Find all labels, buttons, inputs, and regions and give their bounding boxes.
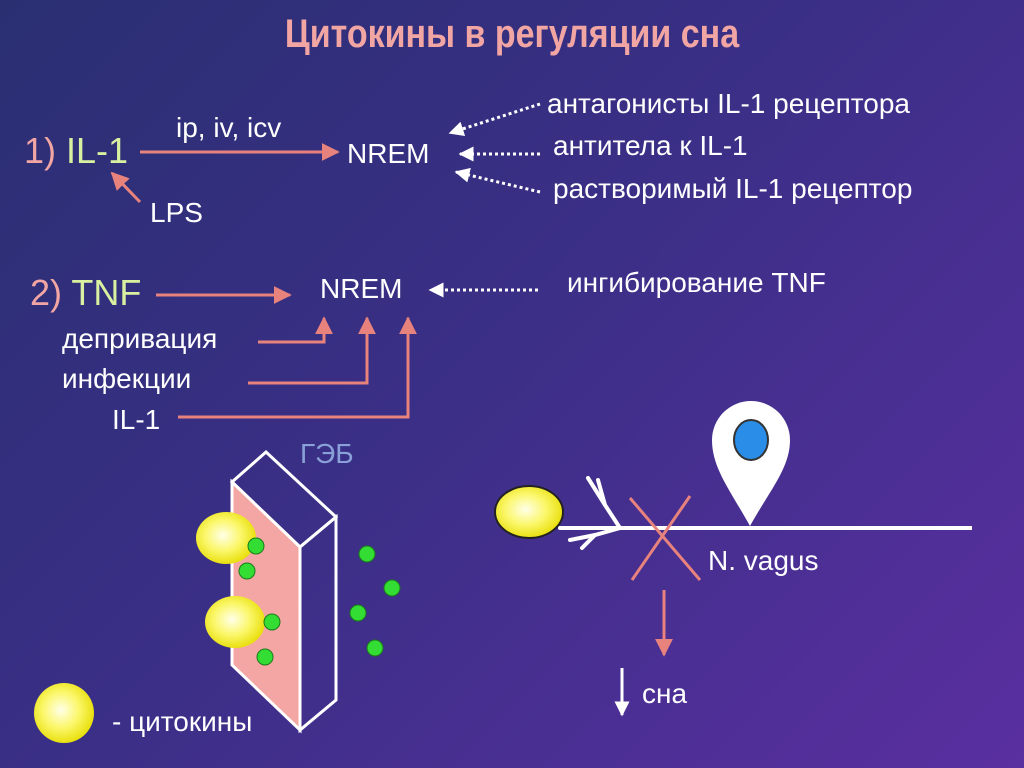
section2-cytokine: TNF: [71, 272, 142, 313]
inhibitor-antagonists: антагонисты IL-1 рецептора: [547, 88, 910, 119]
section1-line: 1) IL-1: [24, 130, 128, 172]
infections-label: инфекции: [62, 363, 192, 394]
green-dot: [358, 545, 376, 563]
green-dot: [366, 639, 384, 657]
inhibitor-antibodies: антитела к IL-1: [553, 130, 748, 161]
cytokine-ball: [196, 512, 256, 564]
route-label: ip, iv, icv: [176, 112, 282, 143]
il1-tnf-arrow: [178, 316, 417, 419]
slide-title: Цитокины в регуляции сна: [284, 12, 740, 56]
green-dot: [238, 562, 256, 580]
infection-arrow: [248, 316, 376, 385]
nrem-label-1: NREM: [347, 138, 430, 169]
tnf-inhibition-label: ингибирование TNF: [567, 267, 826, 298]
deprivation-label: депривация: [62, 323, 218, 354]
il1-inducer-label: IL-1: [112, 404, 161, 435]
inhibitor1-arrow: [448, 102, 541, 136]
inhibitor-soluble-receptor: растворимый IL-1 рецептор: [553, 173, 913, 204]
cytokine-ball: [205, 596, 265, 648]
green-dot: [247, 537, 265, 555]
green-dot: [383, 579, 401, 597]
green-dot: [349, 604, 367, 622]
green-dot: [256, 648, 274, 666]
nrem-label-2: NREM: [320, 273, 403, 304]
cytokine-ball-vagus: [494, 485, 564, 539]
vagus-label: N. vagus: [708, 545, 819, 576]
section1-number: 1): [24, 130, 57, 171]
inhibitor3-arrow: [454, 167, 541, 194]
section2-line: 2) TNF: [30, 272, 141, 314]
nerve-endings: [558, 476, 622, 550]
legend-label: - цитокины: [112, 706, 253, 737]
lps-label: LPS: [150, 197, 203, 228]
sleep-label: сна: [642, 678, 688, 709]
lps-to-il1-arrow: [110, 171, 142, 204]
block-cross: [628, 495, 702, 581]
neuron-cell-body: [712, 401, 790, 526]
bbb-label: ГЭБ: [300, 438, 354, 469]
section2-number: 2): [30, 272, 63, 313]
bbb-barrier: [229, 449, 339, 734]
deprivation-arrow: [258, 316, 333, 344]
legend-cytokine-ball: [34, 683, 94, 743]
section1-cytokine: IL-1: [66, 130, 129, 171]
green-dot: [263, 613, 281, 631]
